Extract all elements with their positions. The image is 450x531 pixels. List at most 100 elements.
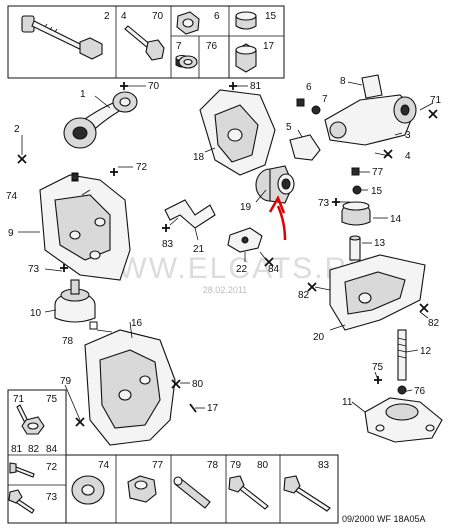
cross-marker-icon-83 <box>162 224 170 232</box>
bottom-label-75: 75 <box>46 394 58 405</box>
part-2-long-bolt-icon <box>21 15 103 60</box>
bottom-legend-frame-right <box>65 454 339 524</box>
x-marker-icon-4 <box>383 149 393 159</box>
callout-82-upper: 82 <box>298 290 310 301</box>
top-label-2: 2 <box>104 11 110 22</box>
part-78-pin-icon <box>173 476 211 509</box>
bottom-legend: 71 75 81 82 84 72 73 74 <box>7 389 339 524</box>
callout-73-right: 73 <box>318 198 330 209</box>
part-11-lower-mount <box>364 397 443 443</box>
part-73-bolt-icon <box>8 489 35 514</box>
callout-17: 17 <box>207 403 219 414</box>
callout-79: 79 <box>60 376 72 387</box>
callout-15: 15 <box>371 186 383 197</box>
square-marker-icon-6 <box>296 98 305 107</box>
callout-7: 7 <box>322 94 328 105</box>
bottom-label-78: 78 <box>207 460 219 471</box>
bottom-label-82: 82 <box>28 444 40 455</box>
part-17-sleeve-icon <box>235 43 257 73</box>
callout-82-lower: 82 <box>428 318 440 329</box>
callout-6: 6 <box>306 82 312 93</box>
callout-13: 13 <box>374 238 386 249</box>
bottom-label-77: 77 <box>152 460 164 471</box>
callout-3: 3 <box>405 130 411 141</box>
bottom-label-74: 74 <box>98 460 110 471</box>
bottom-label-83: 83 <box>318 460 330 471</box>
callout-74: 74 <box>6 191 18 202</box>
square-marker-icon-77 <box>351 167 360 176</box>
callout-8: 8 <box>340 76 346 87</box>
callout-19: 19 <box>240 202 252 213</box>
part-13-stud <box>349 235 361 261</box>
part-72-screw-icon <box>9 462 35 478</box>
callout-16: 16 <box>131 318 143 329</box>
top-label-15: 15 <box>265 11 277 22</box>
part-79-bolt-icon <box>228 475 269 510</box>
x-marker-icon-80 <box>171 379 181 389</box>
part-4-bolt-icon <box>124 25 165 61</box>
watermark-site: WWW.ELCATS.RU <box>88 252 372 285</box>
callout-72: 72 <box>136 162 148 173</box>
callout-5: 5 <box>286 122 292 133</box>
part-1-torque-rod <box>63 91 138 149</box>
part-9-engine-bracket <box>39 172 131 281</box>
x-marker-icon-82b <box>419 303 429 313</box>
callout-12: 12 <box>420 346 432 357</box>
fastener-markers <box>17 82 438 427</box>
part-14-mount-pad <box>341 201 371 226</box>
callout-1: 1 <box>80 89 86 100</box>
footer-code: 09/2000 WF 18A05A <box>342 514 426 524</box>
leader-lines <box>18 81 434 421</box>
callout-20: 20 <box>313 332 325 343</box>
part-83-flange-bolt-icon <box>283 475 331 512</box>
callout-77: 77 <box>372 167 384 178</box>
part-71-bolt-washer-icon <box>16 404 45 435</box>
x-marker-icon-84 <box>264 257 274 267</box>
part-19-bushing <box>255 165 295 204</box>
bottom-label-84: 84 <box>46 444 58 455</box>
callout-80: 80 <box>192 379 204 390</box>
callout-22: 22 <box>236 264 248 275</box>
callout-10: 10 <box>30 308 42 319</box>
callout-21: 21 <box>193 244 205 255</box>
part-6-hex-nut-icon <box>176 11 200 35</box>
part-76-washer-icon <box>178 55 198 69</box>
highlight-arrow <box>268 195 287 241</box>
x-marker-icon-2 <box>17 154 27 164</box>
part-3-torque-arm <box>324 94 417 146</box>
part-20-support-bracket <box>329 254 426 331</box>
top-label-7: 7 <box>176 41 182 52</box>
part-77-hex-nut-icon <box>127 475 157 503</box>
callout-83: 83 <box>162 239 174 250</box>
x-marker-icon-71 <box>428 109 438 119</box>
watermark-date: 28.02.2011 <box>203 285 247 295</box>
top-label-4: 4 <box>121 11 127 22</box>
part-5-clamp <box>289 134 321 161</box>
bottom-label-79: 79 <box>230 460 242 471</box>
cross-marker-icon-73b <box>332 198 340 206</box>
top-legend-frame <box>7 5 285 79</box>
part-16-subframe-bracket <box>84 329 176 446</box>
callout-75: 75 <box>372 362 384 373</box>
open-square-marker-icon-78 <box>89 321 98 330</box>
callout-4: 4 <box>405 151 411 162</box>
part-10-lower-mount <box>54 279 96 323</box>
callout-2: 2 <box>14 124 20 135</box>
top-legend: 2 4 70 6 15 7 76 <box>7 5 285 79</box>
callout-11: 11 <box>342 397 353 408</box>
callout-14: 14 <box>390 214 402 225</box>
top-label-17: 17 <box>263 41 275 52</box>
bottom-label-81: 81 <box>11 444 23 455</box>
x-marker-icon-17 <box>189 403 197 413</box>
x-marker-icon-79 <box>75 417 85 427</box>
callout-9: 9 <box>8 228 14 239</box>
bottom-label-71: 71 <box>13 394 25 405</box>
bottom-label-73: 73 <box>46 492 58 503</box>
bottom-label-72: 72 <box>46 462 58 473</box>
dot-marker-icon-7 <box>311 105 321 115</box>
cross-marker-icon-72 <box>110 168 118 176</box>
top-label-76: 76 <box>206 41 218 52</box>
bottom-label-80: 80 <box>257 460 269 471</box>
part-21-clip <box>164 199 216 229</box>
